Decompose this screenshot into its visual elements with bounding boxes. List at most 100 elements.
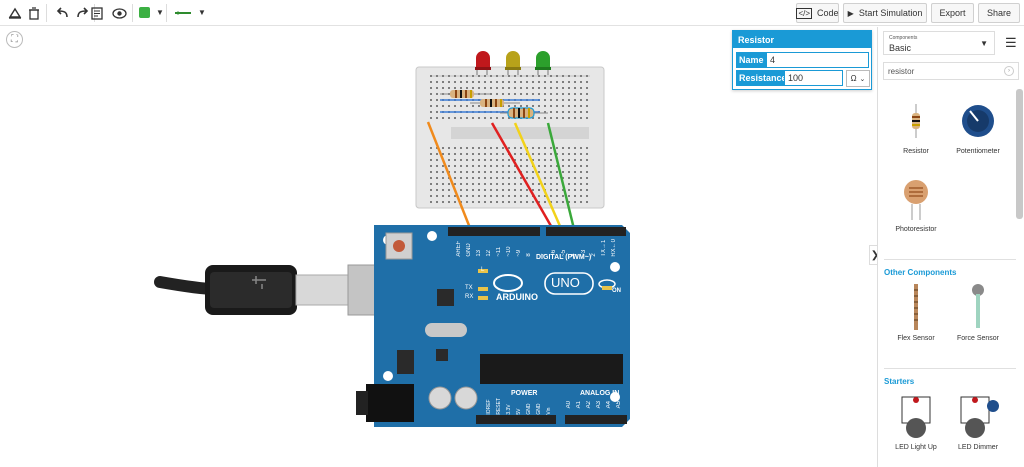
pin-label: 12 — [486, 249, 492, 257]
pin-label: TX→1 — [601, 239, 607, 257]
component-label: Flex Sensor — [897, 335, 935, 342]
power-header-label: POWER — [511, 390, 538, 397]
led-yellow[interactable] — [505, 51, 521, 75]
led-green[interactable] — [535, 51, 551, 75]
circuit-scene — [154, 51, 630, 427]
led-red[interactable] — [475, 51, 491, 75]
undo-icon[interactable] — [52, 3, 72, 23]
delete-icon[interactable] — [24, 3, 44, 23]
digital-header-label: DIGITAL (PWM~) — [536, 254, 592, 261]
start-simulation-button[interactable]: ▶ Start Simulation — [843, 3, 927, 23]
name-row: Name 4 — [736, 52, 869, 68]
inspector-title: Resistor — [733, 31, 871, 48]
visibility-icon[interactable] — [109, 3, 129, 23]
components-value: Basic — [889, 43, 912, 53]
pin-label: 8 — [526, 253, 532, 257]
led-light-up-icon — [886, 393, 946, 441]
flex-sensor-icon — [886, 282, 946, 332]
export-label: Export — [939, 8, 966, 18]
starter-led-dimmer[interactable]: LED Dimmer — [948, 393, 1008, 451]
resistor-1[interactable] — [440, 90, 490, 98]
notes-icon[interactable] — [87, 3, 107, 23]
clear-search-icon[interactable]: › — [1004, 66, 1014, 76]
pin-label: 3.3V — [506, 404, 512, 415]
pin-label: AREF — [456, 240, 462, 257]
name-label: Name — [736, 52, 766, 68]
pin-label: 2 — [591, 253, 597, 257]
wire-yellow[interactable] — [513, 122, 565, 234]
starter-led-light-up[interactable]: LED Light Up — [886, 393, 946, 451]
breadboard[interactable] — [415, 66, 605, 209]
toolbar-separator — [46, 4, 47, 22]
wire-green[interactable] — [546, 122, 577, 234]
pin-label: ~9 — [516, 249, 522, 257]
chevron-down-icon: ⌄ — [859, 75, 866, 83]
component-force-sensor[interactable]: Force Sensor — [948, 282, 1008, 342]
component-photoresistor[interactable]: Photoresistor — [886, 175, 946, 233]
pin-label: RESET — [496, 398, 502, 415]
force-sensor-icon — [948, 282, 1008, 332]
pin-label: RX←0 — [611, 239, 617, 257]
rotate-icon[interactable] — [5, 3, 25, 23]
wire-orange[interactable] — [426, 121, 474, 234]
pin-label: A1 — [576, 401, 582, 409]
pin-label: GND — [536, 403, 542, 415]
other-components-heading: Other Components — [884, 268, 957, 277]
search-input[interactable]: resistor › — [883, 62, 1019, 80]
resistance-input[interactable]: 100 — [784, 70, 843, 86]
starters-heading: Starters — [884, 377, 915, 386]
list-view-icon[interactable]: ☰ — [1005, 35, 1017, 50]
toolbar-separator — [132, 4, 133, 22]
color-swatch[interactable] — [139, 7, 150, 18]
resistance-label: Resistance — [736, 70, 787, 86]
breadboard-holes — [430, 75, 588, 203]
wire-red[interactable] — [490, 122, 557, 234]
resistance-unit-select[interactable]: Ω ⌄ — [846, 70, 870, 87]
resistor-3-selected[interactable] — [500, 107, 548, 119]
code-button[interactable]: </> Code — [796, 3, 839, 23]
usb-cable[interactable] — [154, 264, 411, 316]
led-dimmer-icon — [948, 393, 1008, 441]
analog-pin-labels: A0 A1 A2 A3 A4 A5 — [566, 401, 625, 408]
arduino-board[interactable] — [356, 225, 630, 427]
chevron-down-icon[interactable]: ▼ — [198, 8, 206, 17]
component-potentiometer[interactable]: Potentiometer — [948, 97, 1008, 155]
component-flex-sensor[interactable]: Flex Sensor — [886, 282, 946, 342]
on-led-label: ON — [612, 288, 621, 294]
component-label: Resistor — [903, 148, 929, 155]
workspace-canvas[interactable]: ⛶ — [0, 27, 876, 467]
resistance-row: Resistance 100 — [736, 70, 843, 86]
component-label: Potentiometer — [956, 148, 1000, 155]
redo-icon[interactable] — [72, 3, 92, 23]
pin-label: ~11 — [496, 246, 502, 257]
toolbar-separator — [166, 4, 167, 22]
pin-label: GND — [466, 243, 472, 257]
component-resistor[interactable]: Resistor — [886, 97, 946, 155]
resistor-inspector-panel: Resistor Name 4 Resistance 100 Ω ⌄ — [732, 30, 872, 90]
panel-scrollbar[interactable] — [1016, 89, 1023, 219]
component-label: Force Sensor — [956, 335, 1000, 342]
export-button[interactable]: Export — [931, 3, 974, 23]
name-input[interactable]: 4 — [766, 52, 869, 68]
analog-header-label: ANALOG IN — [580, 390, 620, 397]
unit-label: Ω — [850, 74, 857, 83]
resistor-2[interactable] — [470, 99, 520, 107]
components-dropdown[interactable]: Components Basic ▼ — [883, 31, 995, 55]
components-small-label: Components — [889, 35, 918, 41]
code-label: Code — [817, 8, 839, 18]
pin-label: 13 — [476, 249, 482, 257]
resistor-icon — [886, 97, 946, 145]
share-button[interactable]: Share — [978, 3, 1020, 23]
tx-led-label: TX — [465, 285, 473, 291]
chevron-down-icon[interactable]: ▼ — [156, 8, 164, 17]
potentiometer-icon — [948, 97, 1008, 145]
component-label: LED Light Up — [895, 444, 937, 451]
chevron-down-icon: ▼ — [980, 39, 988, 48]
pin-label: Vin — [546, 407, 552, 415]
play-icon: ▶ — [847, 8, 854, 18]
fit-view-icon[interactable]: ⛶ — [6, 31, 23, 48]
pin-label: 5V — [516, 408, 522, 415]
photoresistor-icon — [886, 175, 946, 223]
wire-type-icon[interactable] — [172, 3, 194, 23]
section-divider — [884, 259, 1016, 260]
